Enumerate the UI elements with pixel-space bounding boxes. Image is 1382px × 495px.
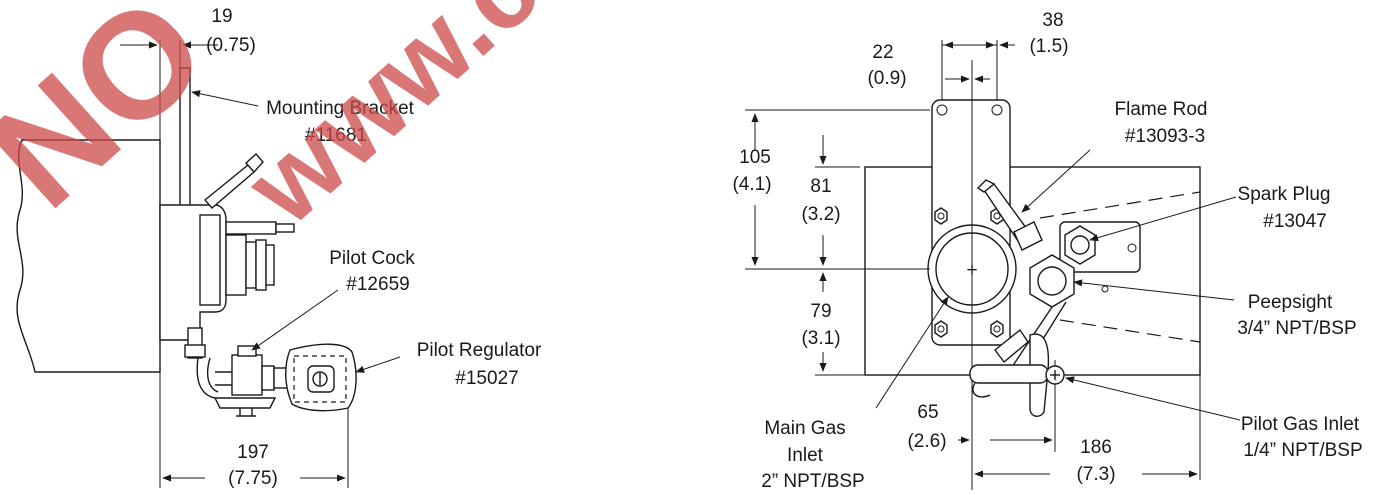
callout-pilot-gas-inlet: Pilot Gas Inlet 1/4” NPT/BSP <box>1065 376 1363 461</box>
mount-hole-tr <box>991 104 1003 116</box>
watermark: NO www.c <box>0 0 562 249</box>
plate-bolts <box>934 207 1004 338</box>
dim-65-mm: 65 <box>917 402 938 423</box>
dim-197-mm: 197 <box>237 442 269 463</box>
dashed-line-upper <box>1039 191 1201 219</box>
callout-pilot-regulator-line1: Pilot Regulator <box>417 340 542 361</box>
callout-flame-rod: Flame Rod #13093-3 <box>1021 99 1208 213</box>
dim-22-in: (0.9) <box>867 68 906 89</box>
dimension-105: 105 (4.1) <box>732 113 772 266</box>
callout-pilot-cock-line2: #12659 <box>346 274 409 295</box>
dim-186-in: (7.3) <box>1076 464 1115 485</box>
callout-main-gas-inlet-line3: 2” NPT/BSP <box>761 471 864 492</box>
side-view: 19 (0.75) 197 (7.75) Mounting Bracket #1… <box>16 6 542 489</box>
dimension-186: 186 (7.3) <box>974 437 1198 485</box>
callout-pilot-gas-inlet-line2: 1/4” NPT/BSP <box>1243 440 1362 461</box>
callout-mounting-bracket: Mounting Bracket #11681 <box>191 90 415 146</box>
spark-plug-side <box>225 221 295 235</box>
dimension-197: 197 (7.75) <box>162 442 346 489</box>
callout-mounting-bracket-line1: Mounting Bracket <box>266 98 415 119</box>
dim-81-mm: 81 <box>810 176 831 197</box>
callout-flame-rod-line1: Flame Rod <box>1115 99 1208 120</box>
callout-main-gas-inlet-line1: Main Gas <box>764 418 845 439</box>
dimension-81: 81 (3.2) <box>801 135 841 266</box>
dim-81-in: (3.2) <box>801 204 840 225</box>
callout-pilot-cock: Pilot Cock #12659 <box>251 248 415 351</box>
wall-outline <box>16 139 161 373</box>
dimension-79: 79 (3.1) <box>801 272 841 372</box>
dim-186-mm: 186 <box>1080 437 1112 458</box>
callout-pilot-gas-inlet-line1: Pilot Gas Inlet <box>1241 414 1360 435</box>
dim-22-mm: 22 <box>872 42 893 63</box>
callout-spark-plug: Spark Plug #13047 <box>1089 184 1331 242</box>
dim-19-in: (0.75) <box>206 35 256 56</box>
mount-hole-tl <box>936 104 948 116</box>
dim-79-in: (3.1) <box>801 328 840 349</box>
dim-105-in: (4.1) <box>732 174 771 195</box>
dim-197-in: (7.75) <box>228 468 278 489</box>
dimension-19: 19 (0.75) <box>120 6 256 56</box>
callout-peepsight-line2: 3/4” NPT/BSP <box>1237 318 1356 339</box>
dim-105-mm: 105 <box>739 147 771 168</box>
pilot-regulator-side <box>285 343 357 412</box>
center-mark: + <box>966 260 977 281</box>
dim-38-mm: 38 <box>1042 10 1063 31</box>
callout-mounting-bracket-line2: #11681 <box>305 125 367 146</box>
callout-pilot-cock-line1: Pilot Cock <box>329 248 415 269</box>
dimension-65: 65 (2.6) <box>907 402 1053 452</box>
callout-main-gas-inlet-line2: Inlet <box>787 445 824 466</box>
pilot-assembly-front <box>969 328 1065 417</box>
body-flange <box>199 214 221 306</box>
dashed-line-lower <box>1059 319 1201 343</box>
watermark-text-1: NO <box>0 0 237 239</box>
callout-spark-plug-line2: #13047 <box>1263 211 1326 232</box>
callout-peepsight-line1: Peepsight <box>1248 292 1333 313</box>
callout-peepsight: Peepsight 3/4” NPT/BSP <box>1073 279 1357 339</box>
inlet-collar <box>225 234 247 296</box>
callout-main-gas-inlet: Main Gas Inlet 2” NPT/BSP <box>761 296 949 492</box>
dimension-22: 22 (0.9) <box>867 42 990 89</box>
callout-spark-plug-line1: Spark Plug <box>1238 184 1331 205</box>
inlet-ring-1 <box>245 241 257 289</box>
inlet-ring-3 <box>265 244 275 286</box>
dim-38-in: (1.5) <box>1029 36 1068 57</box>
pilot-assembly-side <box>184 327 300 417</box>
front-view: + <box>732 10 1362 492</box>
peepsight-front <box>1009 254 1109 371</box>
flame-rod-front <box>976 179 1043 251</box>
dimension-38: 38 (1.5) <box>942 10 1069 57</box>
dim-65-in: (2.6) <box>907 431 946 452</box>
dim-19-mm: 19 <box>211 6 232 27</box>
callout-pilot-regulator: Pilot Regulator #15027 <box>355 340 542 389</box>
callout-pilot-regulator-line2: #15027 <box>455 368 518 389</box>
callout-flame-rod-line2: #13093-3 <box>1125 126 1205 147</box>
watermark-text-2: www.c <box>223 0 562 249</box>
flame-rod-side <box>203 153 264 209</box>
inlet-ring-2 <box>255 239 267 291</box>
spark-plug-front <box>1059 221 1141 273</box>
dim-79-mm: 79 <box>810 301 831 322</box>
